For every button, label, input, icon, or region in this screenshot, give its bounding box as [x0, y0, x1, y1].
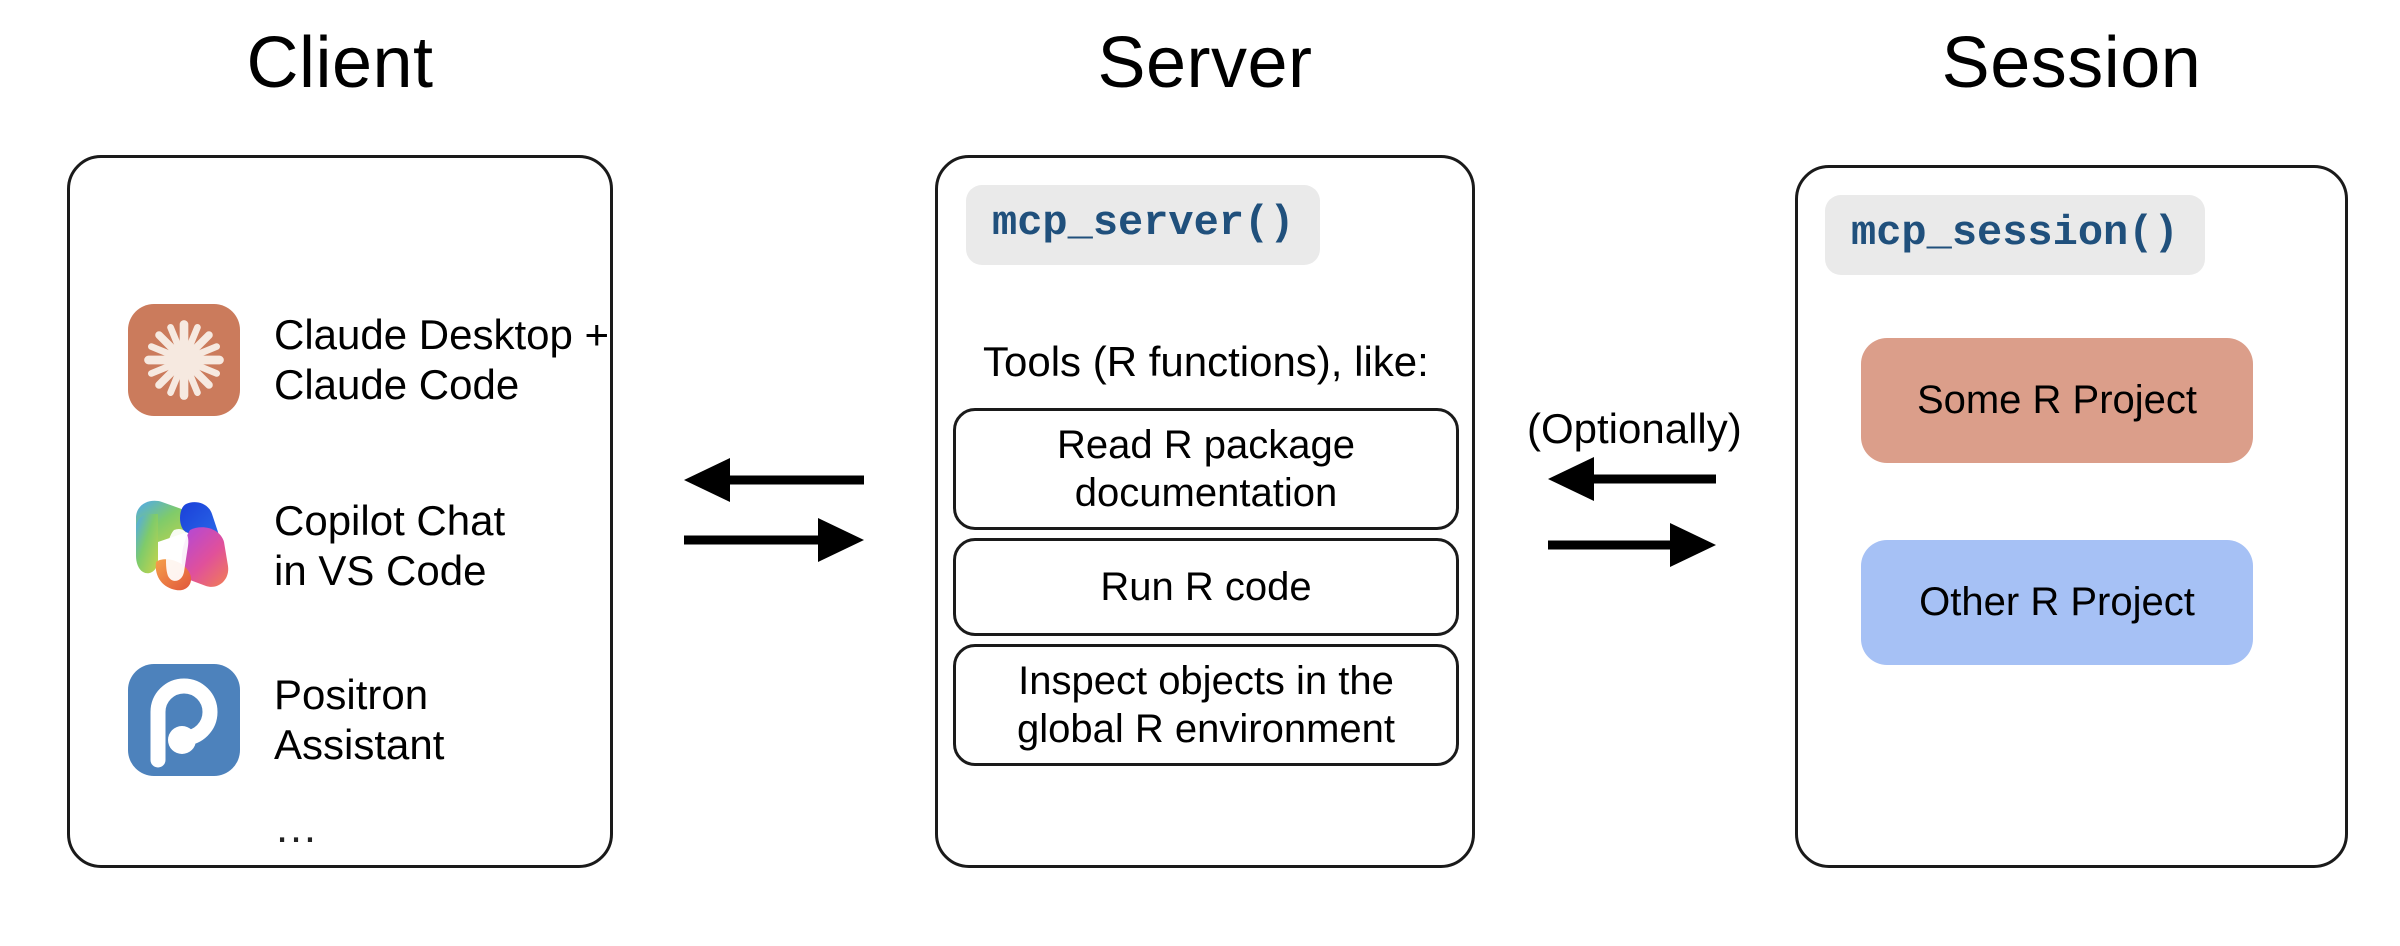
- client-item-label-claude: Claude Desktop + Claude Code: [274, 311, 610, 408]
- arrow-shaft: [684, 535, 824, 545]
- arrow-shaft: [724, 475, 864, 485]
- positron-icon: [128, 664, 240, 776]
- copilot-icon: [128, 490, 240, 602]
- claude-icon: [128, 304, 240, 416]
- project-label-some-r-project: Some R Project: [1916, 378, 2198, 422]
- mcp-server-code-label: mcp_server(): [966, 185, 1321, 265]
- project-label-other-r-project: Other R Project: [1919, 580, 2195, 624]
- client-item-positron[interactable]: Positron Assistant: [128, 664, 444, 776]
- server-panel: mcp_server() Tools (R functions), like: …: [935, 155, 1475, 868]
- mcp-session-code-label: mcp_session(): [1825, 195, 2205, 275]
- tool-label-read-docs: Read R package documentation: [1057, 423, 1355, 515]
- arrowhead-right-icon: [1670, 523, 1716, 567]
- tool-box-run-r-code[interactable]: Run R code: [953, 538, 1459, 636]
- tool-box-read-docs[interactable]: Read R package documentation: [953, 408, 1459, 530]
- session-panel: mcp_session() Some R Project Other R Pro…: [1795, 165, 2348, 868]
- client-panel: Claude Desktop + Claude Code: [67, 155, 613, 868]
- client-item-claude[interactable]: Claude Desktop + Claude Code: [128, 304, 609, 416]
- arrow-shaft: [1588, 474, 1716, 484]
- client-item-label-copilot: Copilot Chat in VS Code: [274, 497, 506, 594]
- arrowhead-left-icon: [1548, 457, 1594, 501]
- project-box-other-r-project[interactable]: Other R Project: [1861, 540, 2253, 665]
- client-column-title: Client: [246, 23, 434, 103]
- tool-label-run-r-code: Run R code: [1100, 565, 1312, 609]
- client-item-label-positron: Positron Assistant: [274, 671, 445, 768]
- tools-caption: Tools (R functions), like:: [983, 338, 1429, 385]
- client-item-copilot[interactable]: Copilot Chat in VS Code: [128, 490, 505, 602]
- session-column-title: Session: [1941, 23, 2202, 103]
- optional-connector-label: (Optionally): [1527, 405, 1742, 452]
- client-more-ellipsis: …: [274, 803, 321, 852]
- tool-box-inspect-objects[interactable]: Inspect objects in the global R environm…: [953, 644, 1459, 766]
- arrowhead-left-icon: [684, 458, 730, 502]
- arrowhead-right-icon: [818, 518, 864, 562]
- project-box-some-r-project[interactable]: Some R Project: [1861, 338, 2253, 463]
- tool-label-inspect-objects: Inspect objects in the global R environm…: [1017, 659, 1395, 751]
- server-column-title: Server: [1097, 23, 1313, 103]
- arrow-shaft: [1548, 540, 1676, 550]
